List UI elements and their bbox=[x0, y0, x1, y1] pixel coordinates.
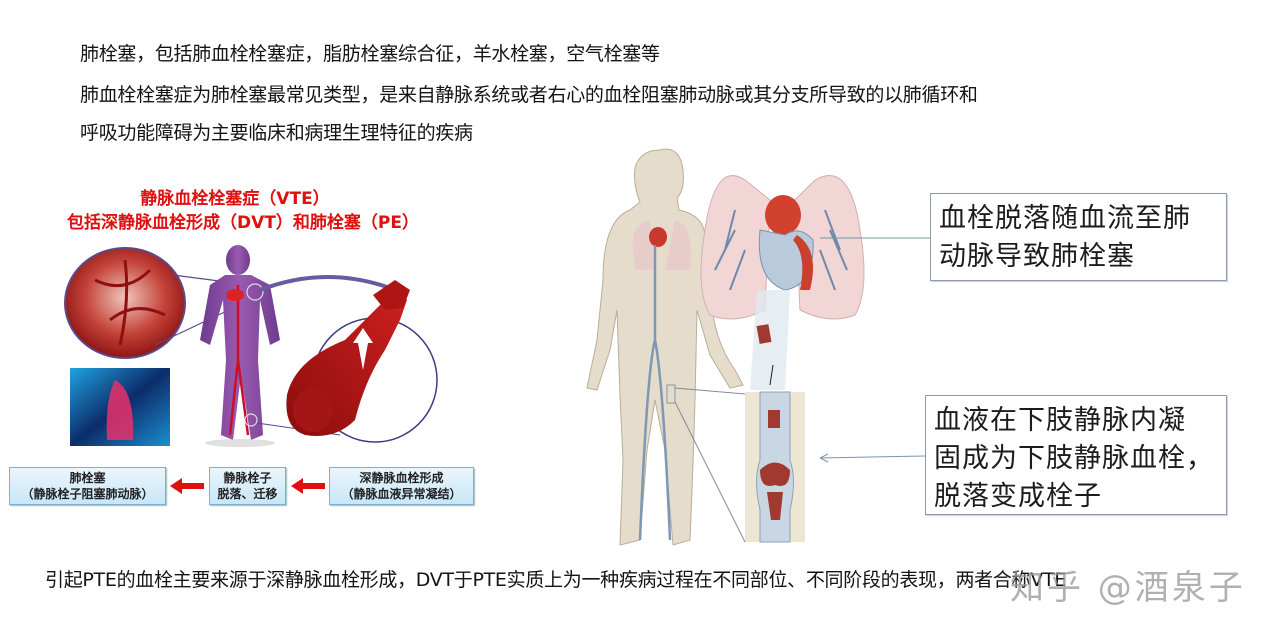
flow-box-dvt: 深静脉血栓形成 （静脉血液异常凝结） bbox=[329, 467, 474, 505]
bottom-summary: 引起PTE的血栓主要来源于深静脉血栓形成，DVT于PTE实质上为一种疾病过程在不… bbox=[45, 569, 1066, 591]
intro-line-2: 肺血栓栓塞症为肺栓塞最常见类型，是来自静脉系统或者右心的血栓阻塞肺动脉或其分支所… bbox=[80, 84, 978, 106]
callout-embolism-line2: 动脉导致肺栓塞 bbox=[939, 241, 1135, 272]
callout-thrombus-line2: 固成为下肢静脉血栓， bbox=[934, 443, 1214, 474]
flow-box-embolus-desc: 脱落、迁移 bbox=[217, 487, 278, 501]
watermark: 知乎 @酒泉子 bbox=[1010, 568, 1246, 608]
intro-line-1: 肺栓塞，包括肺血栓栓塞症，脂肪栓塞综合征，羊水栓塞，空气栓塞等 bbox=[80, 43, 660, 65]
flow-box-pe-desc: （静脉栓子阻塞肺动脉） bbox=[21, 487, 154, 501]
vte-subtitle: 包括深静脉血栓形成（DVT）和肺栓塞（PE） bbox=[67, 213, 419, 233]
callout-connectors bbox=[820, 237, 932, 463]
vein-thrombus-icon bbox=[286, 280, 410, 436]
flow-box-pe-title: 肺栓塞 bbox=[69, 471, 106, 485]
flow-box-embolus: 静脉栓子 脱落、迁移 bbox=[209, 467, 286, 505]
flow-box-dvt-title: 深静脉血栓形成 bbox=[359, 471, 444, 485]
chest-xray-icon bbox=[70, 368, 170, 446]
callout-thrombus-line1: 血液在下肢静脉内凝 bbox=[934, 405, 1186, 436]
callout-embolism: 血栓脱落随血流至肺 动脉导致肺栓塞 bbox=[930, 193, 1227, 281]
intro-line-3: 呼吸功能障碍为主要临床和病理生理特征的疾病 bbox=[80, 122, 473, 144]
callout-thrombus: 血液在下肢静脉内凝 固成为下肢静脉血栓， 脱落变成栓子 bbox=[925, 395, 1227, 515]
vte-title: 静脉血栓栓塞症（VTE） bbox=[140, 189, 330, 209]
left-arrow-icon bbox=[291, 478, 325, 494]
callout-embolism-line1: 血栓脱落随血流至肺 bbox=[939, 203, 1191, 234]
flow-box-embolus-title: 静脉栓子 bbox=[223, 471, 272, 485]
left-arrow-icon bbox=[170, 478, 204, 494]
human-body-icon bbox=[200, 245, 280, 447]
vein-closeup-icon bbox=[745, 391, 805, 543]
embolism-pathway-illustration bbox=[586, 148, 865, 546]
lung-closeup-icon bbox=[64, 247, 186, 359]
vte-body-illustration bbox=[64, 245, 438, 447]
lungs-heart-icon bbox=[700, 175, 865, 320]
callout-thrombus-line3: 脱落变成栓子 bbox=[934, 481, 1102, 512]
flow-box-dvt-desc: （静脉血液异常凝结） bbox=[341, 487, 462, 501]
flow-box-pe: 肺栓塞 （静脉栓子阻塞肺动脉） bbox=[9, 467, 166, 505]
